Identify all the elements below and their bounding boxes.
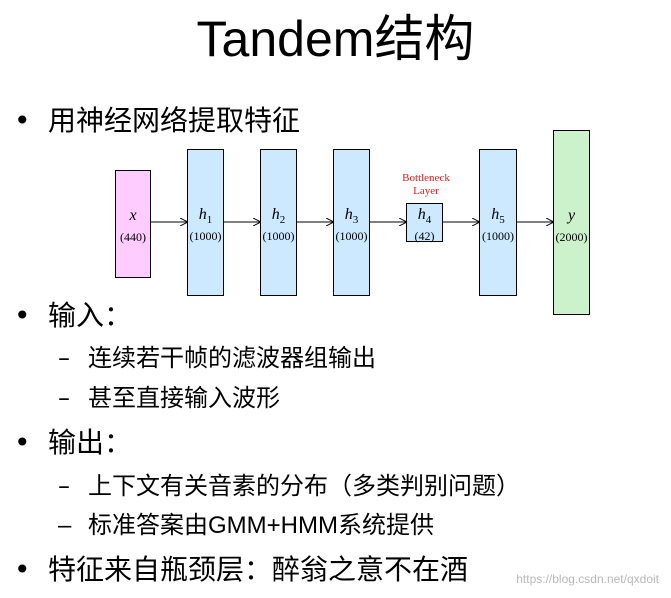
bullet-dot: • bbox=[14, 426, 31, 459]
sub-item-phoneme-distribution: –上下文有关音素的分布（多类判别问题） bbox=[58, 468, 520, 504]
node-symbol: x bbox=[129, 207, 137, 224]
node-bottleneck-h4: h4 (42) bbox=[406, 203, 443, 244]
bullet-text: 用神经网络提取特征 bbox=[48, 104, 301, 137]
node-symbol: h4 bbox=[417, 206, 432, 227]
node-hidden-h1: h1 (1000) bbox=[187, 149, 224, 296]
title-zh: 结构 bbox=[374, 11, 475, 67]
node-symbol: h3 bbox=[344, 206, 359, 227]
node-symbol: y bbox=[567, 207, 576, 224]
node-count: (1000) bbox=[262, 229, 295, 244]
bullet-dot: • bbox=[14, 553, 31, 586]
sub-item-text: 标准答案由GMM+HMM系统提供 bbox=[88, 512, 434, 539]
node-symbol: h1 bbox=[198, 206, 213, 227]
node-symbol: h2 bbox=[271, 206, 286, 227]
dash-marker: – bbox=[58, 512, 72, 539]
node-count: (2000) bbox=[555, 230, 588, 245]
bullet-output: • 输出： bbox=[14, 423, 132, 463]
node-count: (42) bbox=[414, 229, 435, 244]
bullet-feature-extraction: • 用神经网络提取特征 bbox=[14, 101, 300, 141]
node-output-y: y (2000) bbox=[553, 130, 590, 315]
slide-title: Tandem结构 bbox=[0, 4, 671, 74]
sub-item-waveform: –甚至直接输入波形 bbox=[58, 380, 280, 416]
node-hidden-h3: h3 (1000) bbox=[333, 149, 370, 296]
bottleneck-label-line2: Layer bbox=[413, 185, 439, 197]
bottleneck-label: Bottleneck Layer bbox=[388, 172, 464, 198]
sub-item-filterbank: –连续若干帧的滤波器组输出 bbox=[58, 340, 376, 376]
node-count: (440) bbox=[120, 230, 146, 245]
node-hidden-h5: h5 (1000) bbox=[479, 149, 517, 296]
bullet-text: 输出： bbox=[48, 426, 133, 459]
bullet-bottleneck-feature: • 特征来自瓶颈层：醉翁之意不在酒 bbox=[14, 550, 468, 590]
node-hidden-h2: h2 (1000) bbox=[260, 149, 297, 296]
bullet-text: 特征来自瓶颈层：醉翁之意不在酒 bbox=[48, 553, 469, 586]
watermark: https://blog.csdn.net/qxdoit bbox=[516, 572, 659, 586]
node-count: (1000) bbox=[189, 229, 222, 244]
dash-marker: – bbox=[58, 344, 70, 372]
dash-marker: – bbox=[58, 384, 70, 412]
bullet-dot: • bbox=[14, 299, 31, 332]
node-count: (1000) bbox=[335, 229, 368, 244]
dash-marker: – bbox=[58, 472, 70, 500]
bottleneck-label-line1: Bottleneck bbox=[402, 172, 450, 184]
node-symbol: h5 bbox=[491, 206, 505, 227]
sub-item-text: 上下文有关音素的分布（多类判别问题） bbox=[88, 472, 520, 500]
sub-item-text: 甚至直接输入波形 bbox=[88, 384, 280, 412]
sub-item-gmm-hmm: –标准答案由GMM+HMM系统提供 bbox=[58, 508, 434, 544]
node-input-x: x (440) bbox=[115, 170, 151, 278]
title-en: Tandem bbox=[196, 11, 375, 67]
bullet-text: 输入： bbox=[48, 299, 133, 332]
node-count: (1000) bbox=[482, 229, 514, 244]
bullet-dot: • bbox=[14, 104, 31, 137]
bullet-input: • 输入： bbox=[14, 296, 132, 336]
sub-item-text: 连续若干帧的滤波器组输出 bbox=[88, 344, 376, 372]
